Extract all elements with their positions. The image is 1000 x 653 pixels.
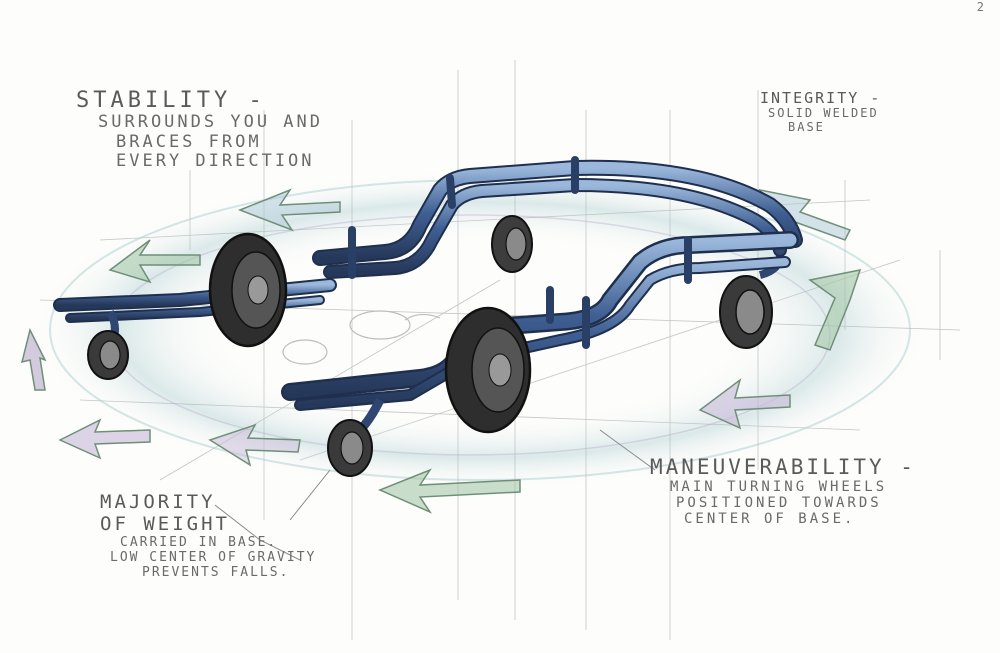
note-integrity-line: Solid welded [768, 106, 879, 121]
stability-arrows [20, 188, 862, 514]
note-maneuverability: Maneuverability - Main turning wheels po… [650, 455, 916, 527]
note-stability-line: Surrounds you and [98, 112, 323, 133]
front-caster [327, 397, 385, 477]
back-frame-rails [312, 156, 803, 279]
note-maneuverability-line: center of base. [684, 511, 856, 528]
note-weight-heading: Majority [100, 491, 216, 513]
note-stability: Stability - Surrounds you and braces fro… [76, 88, 323, 172]
note-weight-line: of weight [100, 512, 230, 535]
note-maneuverability-heading: Maneuverability - [650, 455, 916, 479]
note-stability-line: every direction [116, 151, 315, 172]
note-weight-line: carried in base. [120, 534, 278, 550]
note-integrity-heading: Integrity - [760, 89, 882, 107]
left-caster [87, 310, 129, 380]
annotation-leaders [214, 429, 656, 561]
note-integrity-line: base [788, 120, 825, 135]
note-weight: Majority of weight carried in base. Low … [100, 491, 317, 581]
front-main-wheel [444, 306, 532, 434]
note-stability-heading: Stability - [76, 88, 266, 113]
note-maneuverability-line: positioned towards [676, 495, 882, 512]
note-integrity: Integrity - Solid welded base [760, 89, 882, 135]
note-weight-line: Low center of gravity [110, 549, 317, 565]
note-maneuverability-line: Main turning wheels [670, 479, 888, 496]
back-middle-wheel [491, 215, 533, 273]
left-main-wheel [208, 232, 288, 348]
floor-sketch-marks [282, 310, 441, 365]
page-mark: 2 [976, 0, 984, 14]
note-weight-line: prevents falls. [142, 564, 290, 580]
note-stability-line: braces from [116, 131, 262, 152]
back-right-caster [719, 254, 784, 349]
